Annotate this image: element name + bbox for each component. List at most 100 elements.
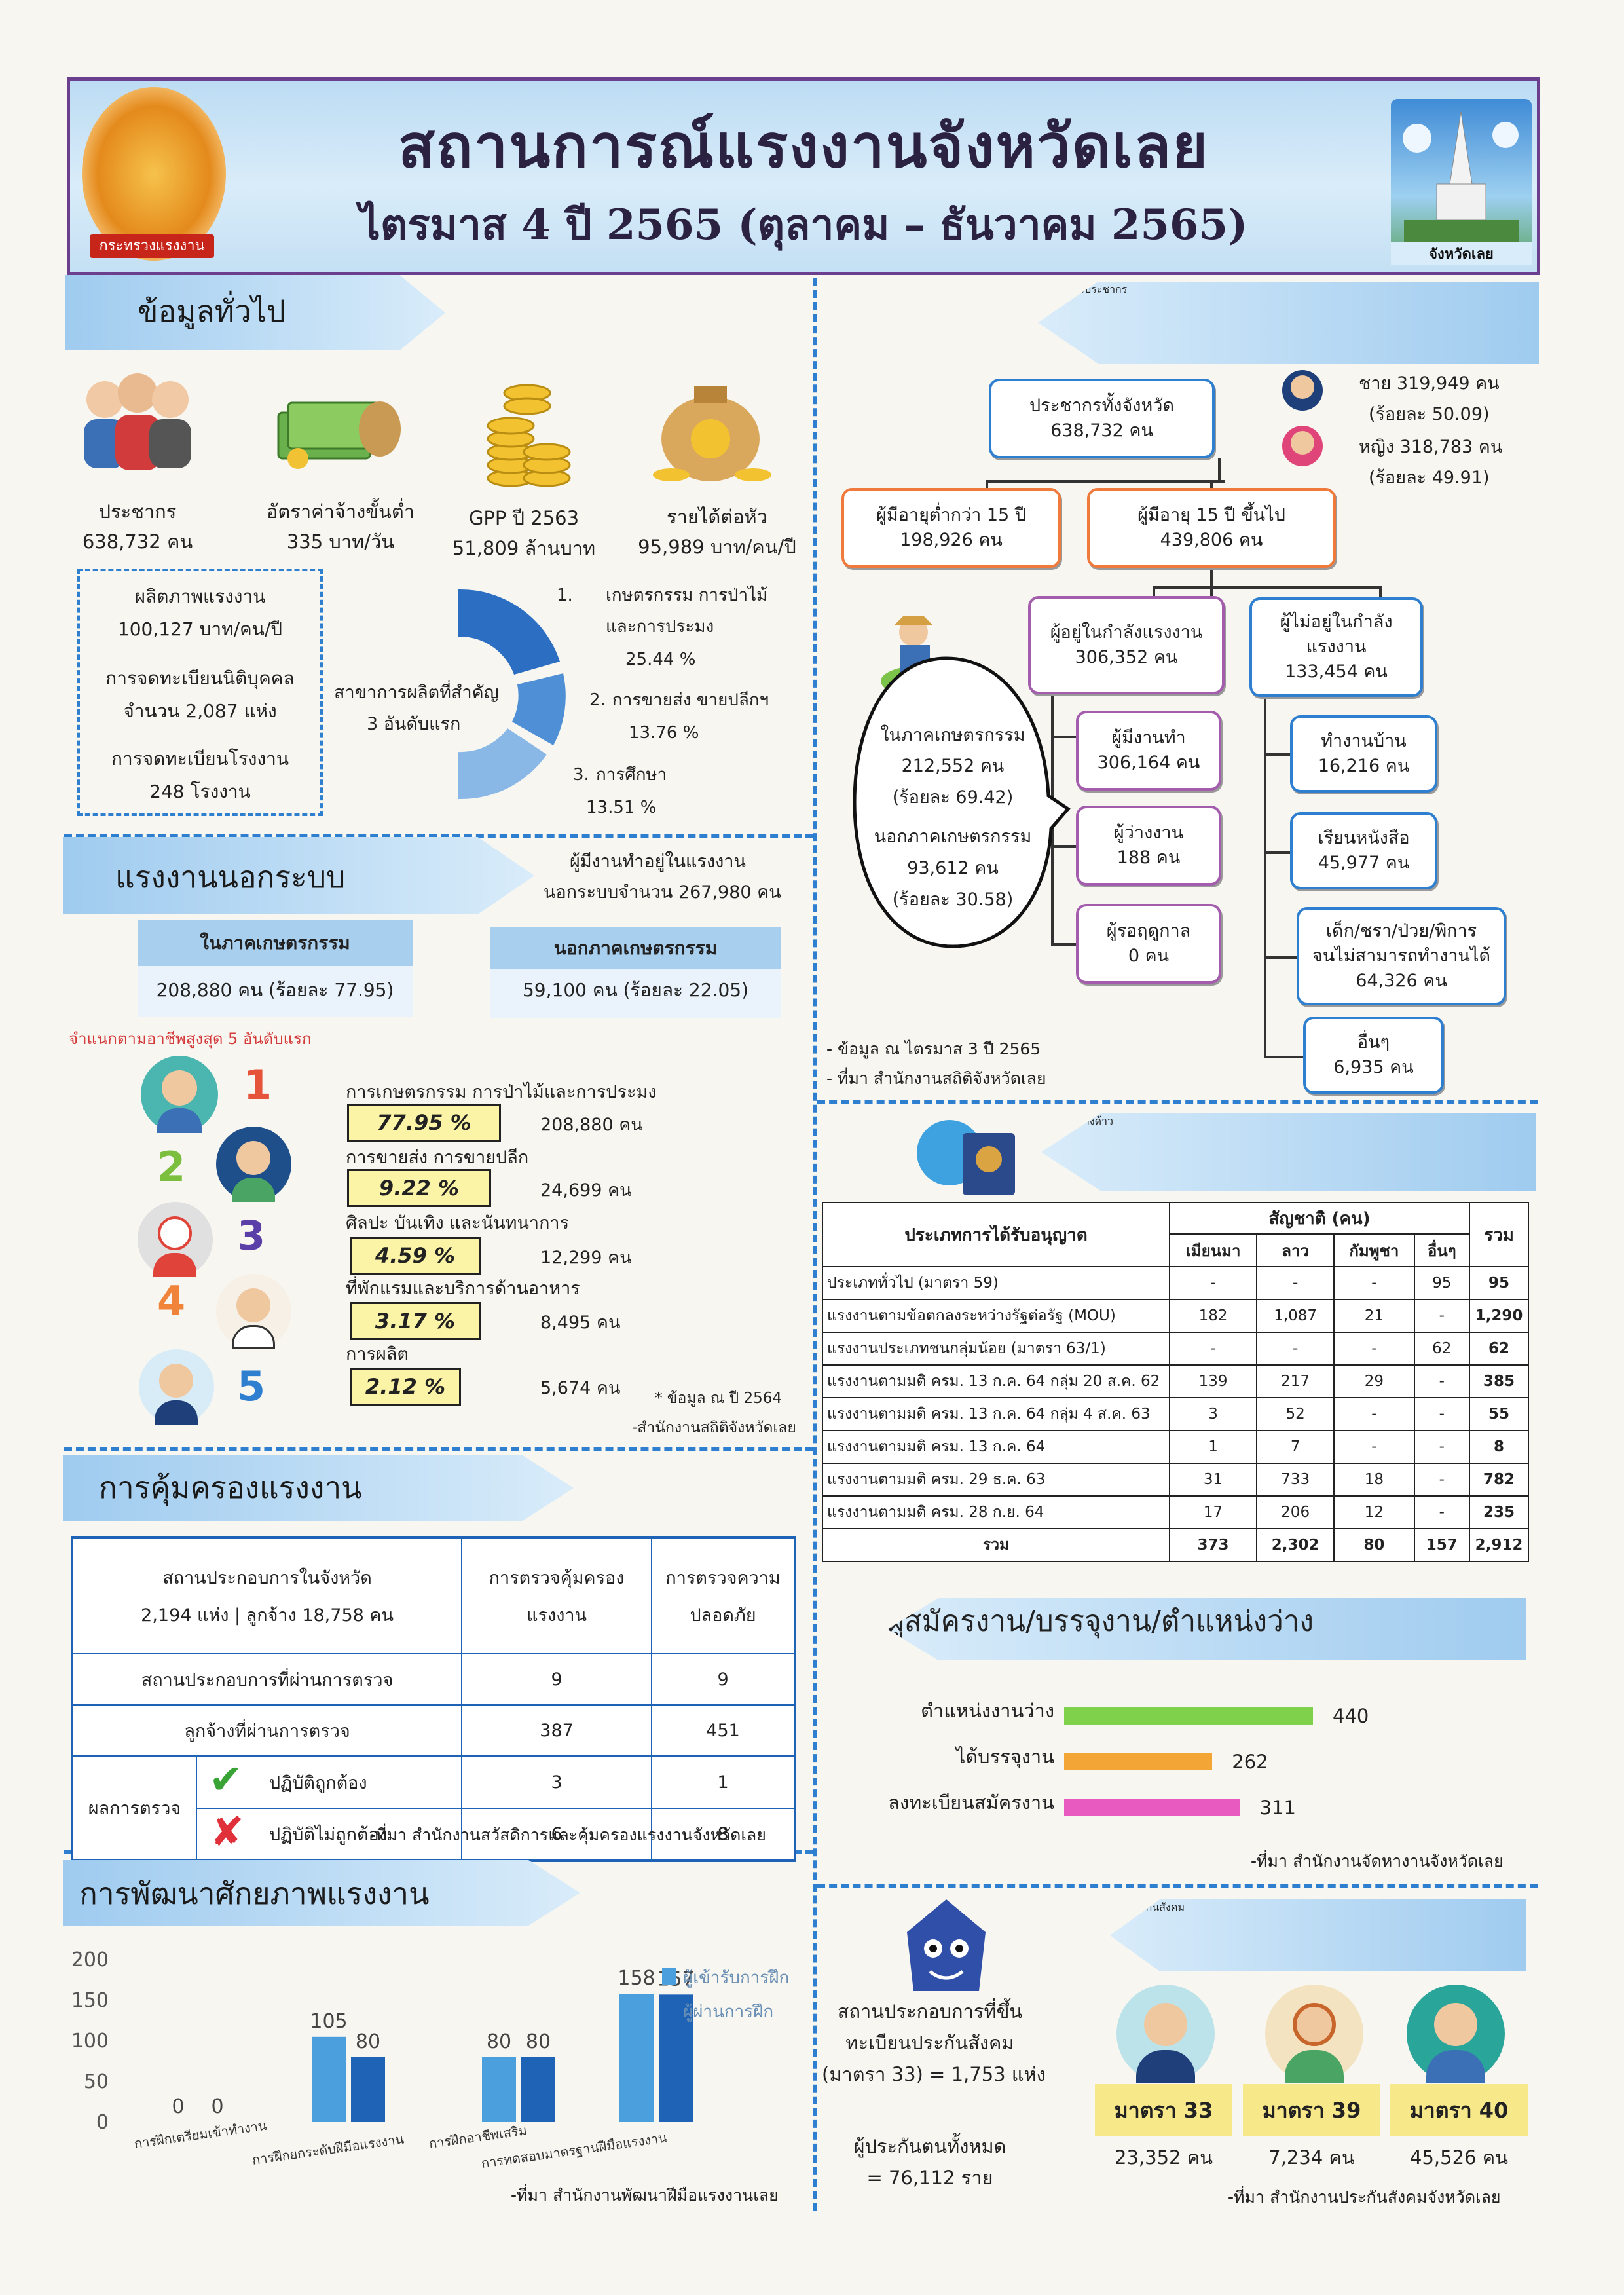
header-nationality-col: กัมพูชา xyxy=(1333,1233,1415,1267)
informal-agri-box: ในภาคเกษตรกรรม 208,880 คน (ร้อยละ 77.95) xyxy=(138,920,413,1017)
not-labour-force-label-2: แรงงาน xyxy=(1306,637,1367,658)
ministry-of-labour-logo: กระทรวงแรงงาน xyxy=(82,87,226,261)
connector-line xyxy=(1051,943,1076,946)
header-safety-inspection: การตรวจความ xyxy=(665,1567,781,1588)
training-chart: 05010015020000105808080158157การฝึกเตรีย… xyxy=(71,1949,790,2171)
jobs-bar-label: ได้บรรจุงาน xyxy=(955,1745,1054,1768)
unemployed-box: ผู้ว่างงาน 188 คน xyxy=(1076,806,1221,886)
top5-2-name: การขายส่ง การขายปลีก xyxy=(346,1148,529,1168)
province-seal-logo: จังหวัดเลย xyxy=(1391,99,1532,265)
connector-line xyxy=(1051,736,1076,738)
foreign-workers-table: ประเภทการได้รับอนุญาต สัญชาติ (คน) รวม เ… xyxy=(822,1202,1529,1562)
header-nationality-col: ลาว xyxy=(1256,1233,1335,1267)
legend-label: ผู้ผ่านการฝึก xyxy=(683,2002,773,2022)
table-cell: 733 xyxy=(1256,1463,1335,1497)
rank-4: 4 xyxy=(157,1277,186,1325)
unemployed-label: ผู้ว่างงาน xyxy=(1113,823,1184,844)
table-cell: 373 xyxy=(1168,1528,1258,1562)
training-bar-value: 0 xyxy=(211,2095,223,2118)
cell-inspected-establishments-safety: 9 xyxy=(651,1653,796,1706)
section-divider xyxy=(64,1447,813,1451)
studying-value: 45,977 คน xyxy=(1318,853,1410,873)
social-source-note: -ที่มา สำนักงานประกันสังคมจังหวัดเลย xyxy=(1228,2188,1501,2207)
cross-icon: ✘ xyxy=(210,1808,244,1856)
employed-box: ผู้มีงานทำ 306,164 คน xyxy=(1076,711,1221,791)
stat-gpp-value: 51,809 ล้านบาท xyxy=(452,537,596,559)
row-label: แรงงานตามข้อตกลงระหว่างรัฐต่อรัฐ (MOU) xyxy=(822,1299,1170,1333)
jobs-bar-value: 311 xyxy=(1259,1797,1296,1819)
header-banner: กระทรวงแรงงาน สถานการณ์แรงงานจังหวัดเลย … xyxy=(67,77,1540,275)
not-labour-force-label: ผู้ไม่อยู่ในกำลัง xyxy=(1280,612,1393,633)
rank-5: 5 xyxy=(237,1362,266,1410)
header-labour-inspection: การตรวจคุ้มครอง xyxy=(489,1567,625,1588)
header-labour-inspection-2: แรงงาน xyxy=(526,1605,587,1626)
y-tick-label: 150 xyxy=(71,1989,109,2012)
protection-source-note: -ที่มา สำนักงานสวัสดิการและคุ้มครองแรงงา… xyxy=(370,1825,766,1844)
studying-label: เรียนหนังสือ xyxy=(1318,828,1410,849)
seller-avatar xyxy=(216,1127,291,1202)
row-label: แรงงานตามมติ ครม. 29 ธ.ค. 63 xyxy=(822,1463,1170,1497)
unemployed-value: 188 คน xyxy=(1116,848,1181,868)
table-cell: 95 xyxy=(1413,1266,1471,1300)
agri-out-label: นอกภาคเกษตรกรรม xyxy=(874,827,1032,847)
jobs-bar-label: ตำแหน่งงานว่าง xyxy=(921,1700,1054,1722)
training-title: การพัฒนาศักยภาพแรงงาน xyxy=(79,1876,430,1911)
training-ribbon: การพัฒนาศักยภาพแรงงาน xyxy=(63,1860,580,1926)
table-cell: 206 xyxy=(1256,1495,1335,1529)
table-cell: 12 xyxy=(1333,1495,1415,1529)
coins-icon xyxy=(487,384,571,487)
jobs-bar xyxy=(1064,1753,1213,1770)
informal-desc-2: นอกระบบจำนวน 267,980 คน xyxy=(544,882,781,903)
training-bar-value: 80 xyxy=(356,2030,380,2053)
table-row: แรงงานตามมติ ครม. 13 ก.ค. 64 กลุ่ม 4 ส.ค… xyxy=(822,1397,1529,1431)
header-safety-inspection-2: ปลอดภัย xyxy=(690,1605,756,1626)
sector-2-rank: 2. xyxy=(589,690,606,710)
informal-agri-value: 208,880 คน (ร้อยละ 77.95) xyxy=(156,979,394,1001)
jobs-title: ผู้สมัครงาน/บรรจุงาน/ตำแหน่งว่าง xyxy=(887,1605,1314,1638)
table-cell: - xyxy=(1413,1495,1471,1529)
population-source-note: - ที่มา สำนักงานสถิติจังหวัดเลย xyxy=(826,1069,1046,1088)
informal-nonagri-box: นอกภาคเกษตรกรรม 59,100 คน (ร้อยละ 22.05) xyxy=(490,927,781,1018)
under-15-box: ผู้มีอายุต่ำกว่า 15 ปี 198,926 คน xyxy=(841,488,1061,568)
row-label: แรงงานประเภทชนกลุ่มน้อย (มาตรา 63/1) xyxy=(822,1332,1170,1366)
agri-in-value: 212,552 คน xyxy=(901,756,1005,776)
check-icon: ✔ xyxy=(209,1755,243,1803)
training-bar-value: 105 xyxy=(310,2010,347,2033)
table-cell: 235 xyxy=(1469,1495,1529,1529)
other-value: 6,935 คน xyxy=(1333,1057,1414,1077)
sector-3-rank: 3. xyxy=(573,765,589,785)
informal-nonagri-value: 59,100 คน (ร้อยละ 22.05) xyxy=(522,979,748,1001)
jobs-bar-label: ลงทะเบียนสมัครงาน xyxy=(888,1791,1054,1814)
social-security-title: การประกันสังคม xyxy=(1110,1901,1185,1913)
establishments-value: 2,194 แห่ง | ลูกจ้าง 18,758 คน xyxy=(141,1605,394,1626)
section39-value: 7,234 คน xyxy=(1268,2146,1355,2169)
noncompliant-label: ปฏิบัติไม่ถูกต้อง xyxy=(269,1825,388,1845)
sector-donut-chart xyxy=(458,589,566,800)
legend-label: ผู้เข้ารับการฝึก xyxy=(683,1968,789,1988)
table-cell: - xyxy=(1413,1364,1471,1398)
top5-3-pct: 4.59 % xyxy=(350,1237,481,1275)
table-cell: - xyxy=(1256,1332,1335,1366)
male-count: ชาย 319,949 คน xyxy=(1359,373,1500,394)
entertainer-avatar xyxy=(138,1202,213,1277)
y-tick-label: 100 xyxy=(71,2030,109,2053)
section39-label: มาตรา 39 xyxy=(1243,2084,1380,2136)
over-15-label: ผู้มีอายุ 15 ปี ขึ้นไป xyxy=(1137,505,1285,526)
jobs-bar xyxy=(1064,1707,1313,1725)
connector-line xyxy=(1218,458,1221,481)
stat-min-wage-value: 335 บาท/วัน xyxy=(286,531,395,553)
header-nationality: สัญชาติ (คน) xyxy=(1169,1202,1470,1235)
y-tick-label: 50 xyxy=(84,2070,109,2093)
table-cell: 17 xyxy=(1168,1495,1258,1529)
top5-1-name: การเกษตรกรรม การป่าไม้และการประมง xyxy=(346,1082,657,1102)
cell-inspected-employees-labour: 387 xyxy=(461,1704,653,1757)
sector-1-name: เกษตรกรรม การป่าไม้ xyxy=(606,586,768,605)
row-label: แรงงานตามมติ ครม. 13 ก.ค. 64 กลุ่ม 20 ส.… xyxy=(822,1364,1170,1398)
jobs-bar-value: 440 xyxy=(1333,1705,1369,1727)
male-icon xyxy=(1282,370,1323,411)
sector-2-pct: 13.76 % xyxy=(629,723,699,743)
foreign-workers-ribbon: แรงงานต่างด้าว xyxy=(1041,1113,1536,1191)
y-tick-label: 200 xyxy=(71,1949,109,1971)
